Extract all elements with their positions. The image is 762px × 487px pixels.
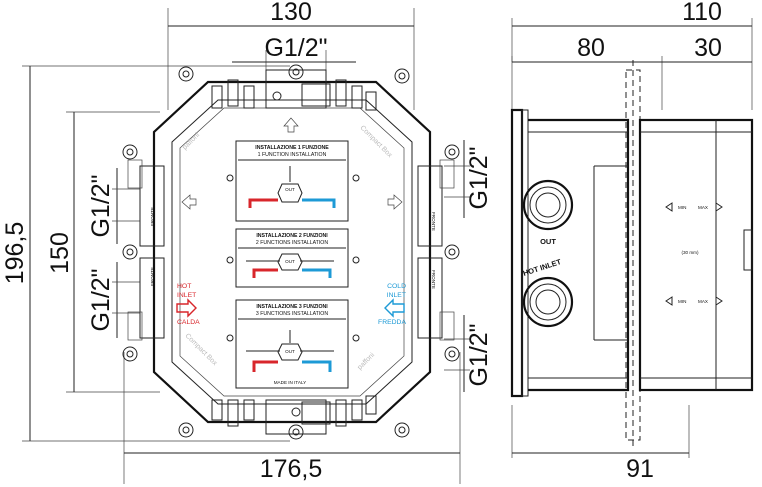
- panel-2-title-en: 2 FUNCTIONS INSTALLATION: [256, 240, 328, 246]
- cold-inlet-arrow-icon: [384, 298, 405, 318]
- panel-2-out-label: OUT: [285, 259, 295, 264]
- dim-thread-left-upper: G1/2": [87, 174, 115, 237]
- panel-3-valve-icon: [277, 343, 303, 361]
- panel-3-title-it: INSTALLAZIONE 3 FUNZIONI: [256, 304, 328, 310]
- cold-inlet-line1: COLD: [387, 283, 406, 290]
- fronte-label-left-upper: FRONTE: [150, 207, 155, 226]
- dim-91: 91: [626, 455, 654, 483]
- min-label-lower: MIN: [678, 299, 686, 304]
- instruction-panel-3: INSTALLAZIONE 3 FUNZIONI 3 FUNCTIONS INS…: [235, 299, 349, 389]
- watermark-compact-box-bottom-left: Compact Box: [184, 332, 219, 367]
- dim-thread-left-lower: G1/2": [87, 268, 115, 331]
- watermark-paffoni-bottom-right: paffoni: [356, 351, 376, 371]
- hot-inlet-line1: HOT: [177, 283, 191, 290]
- panel-3-title-en: 3 FUNCTIONS INSTALLATION: [256, 311, 328, 317]
- max-label-upper: MAX: [698, 205, 708, 210]
- dimension-labels: 130 110 80 30 G1/2" 196,5 150 G1/2" G1/2…: [1, 0, 722, 483]
- dim-176-5: 176,5: [260, 455, 323, 483]
- hot-inlet-arrow-icon: [176, 298, 197, 318]
- dim-thread-top: G1/2": [264, 34, 327, 62]
- cold-inlet-line2: INLET: [387, 292, 406, 299]
- min-label-upper: MIN: [678, 205, 686, 210]
- dim-150: 150: [46, 232, 74, 274]
- depth-note: (30 mm): [681, 250, 699, 255]
- hot-inlet-line2: INLET: [177, 292, 196, 299]
- hot-inlet-label: HOT INLET CALDA: [176, 283, 200, 326]
- dim-80: 80: [577, 34, 605, 62]
- panel-1-title-it: INSTALLAZIONE 1 FUNZIONE: [255, 145, 329, 151]
- fronte-label-right-lower: FRONTE: [431, 270, 436, 289]
- panel-1-valve-icon: [277, 183, 303, 203]
- panel-2-valve-icon: [277, 253, 303, 271]
- panel-2-title-it: INSTALLAZIONE 2 FUNZIONI: [256, 233, 328, 239]
- watermark-paffoni-top-left: paffoni: [181, 131, 201, 151]
- dim-thread-right-upper: G1/2": [465, 146, 493, 209]
- cold-inlet-line3: FREDDA: [378, 319, 406, 326]
- instruction-panel-1: INSTALLAZIONE 1 FUNZIONE 1 FUNCTION INST…: [235, 140, 349, 222]
- fronte-label-left-lower: FRONTE: [150, 267, 155, 286]
- fronte-label-right-upper: FRONTE: [431, 212, 436, 231]
- dim-30: 30: [694, 34, 722, 62]
- made-in-italy-label: MADE IN ITALY: [274, 380, 307, 385]
- side-out-label: OUT: [540, 237, 556, 246]
- watermark-compact-box-top-right: Compact Box: [359, 124, 394, 159]
- cold-inlet-label: COLD INLET FREDDA: [378, 283, 406, 326]
- front-dimension-lines: [22, 8, 470, 484]
- dim-130: 130: [270, 0, 312, 26]
- panel-1-out-label: OUT: [285, 187, 295, 192]
- dim-thread-right-lower: G1/2": [465, 323, 493, 386]
- max-label-lower: MAX: [698, 299, 708, 304]
- panel-3-out-label: OUT: [285, 349, 295, 354]
- dim-196-5: 196,5: [1, 222, 29, 285]
- hot-inlet-port-icon: [522, 276, 574, 328]
- side-view-body: OUT HOT INLET MIN MAX (30 mm) MIN MAX: [510, 60, 754, 450]
- instruction-panel-2: INSTALLAZIONE 2 FUNZIONI 2 FUNCTIONS INS…: [235, 228, 349, 288]
- out-port-icon: [522, 179, 574, 231]
- dim-110: 110: [682, 0, 722, 26]
- side-dimension-lines: [511, 18, 753, 458]
- panel-1-title-en: 1 FUNCTION INSTALLATION: [258, 152, 327, 158]
- hot-inlet-line3: CALDA: [177, 319, 200, 326]
